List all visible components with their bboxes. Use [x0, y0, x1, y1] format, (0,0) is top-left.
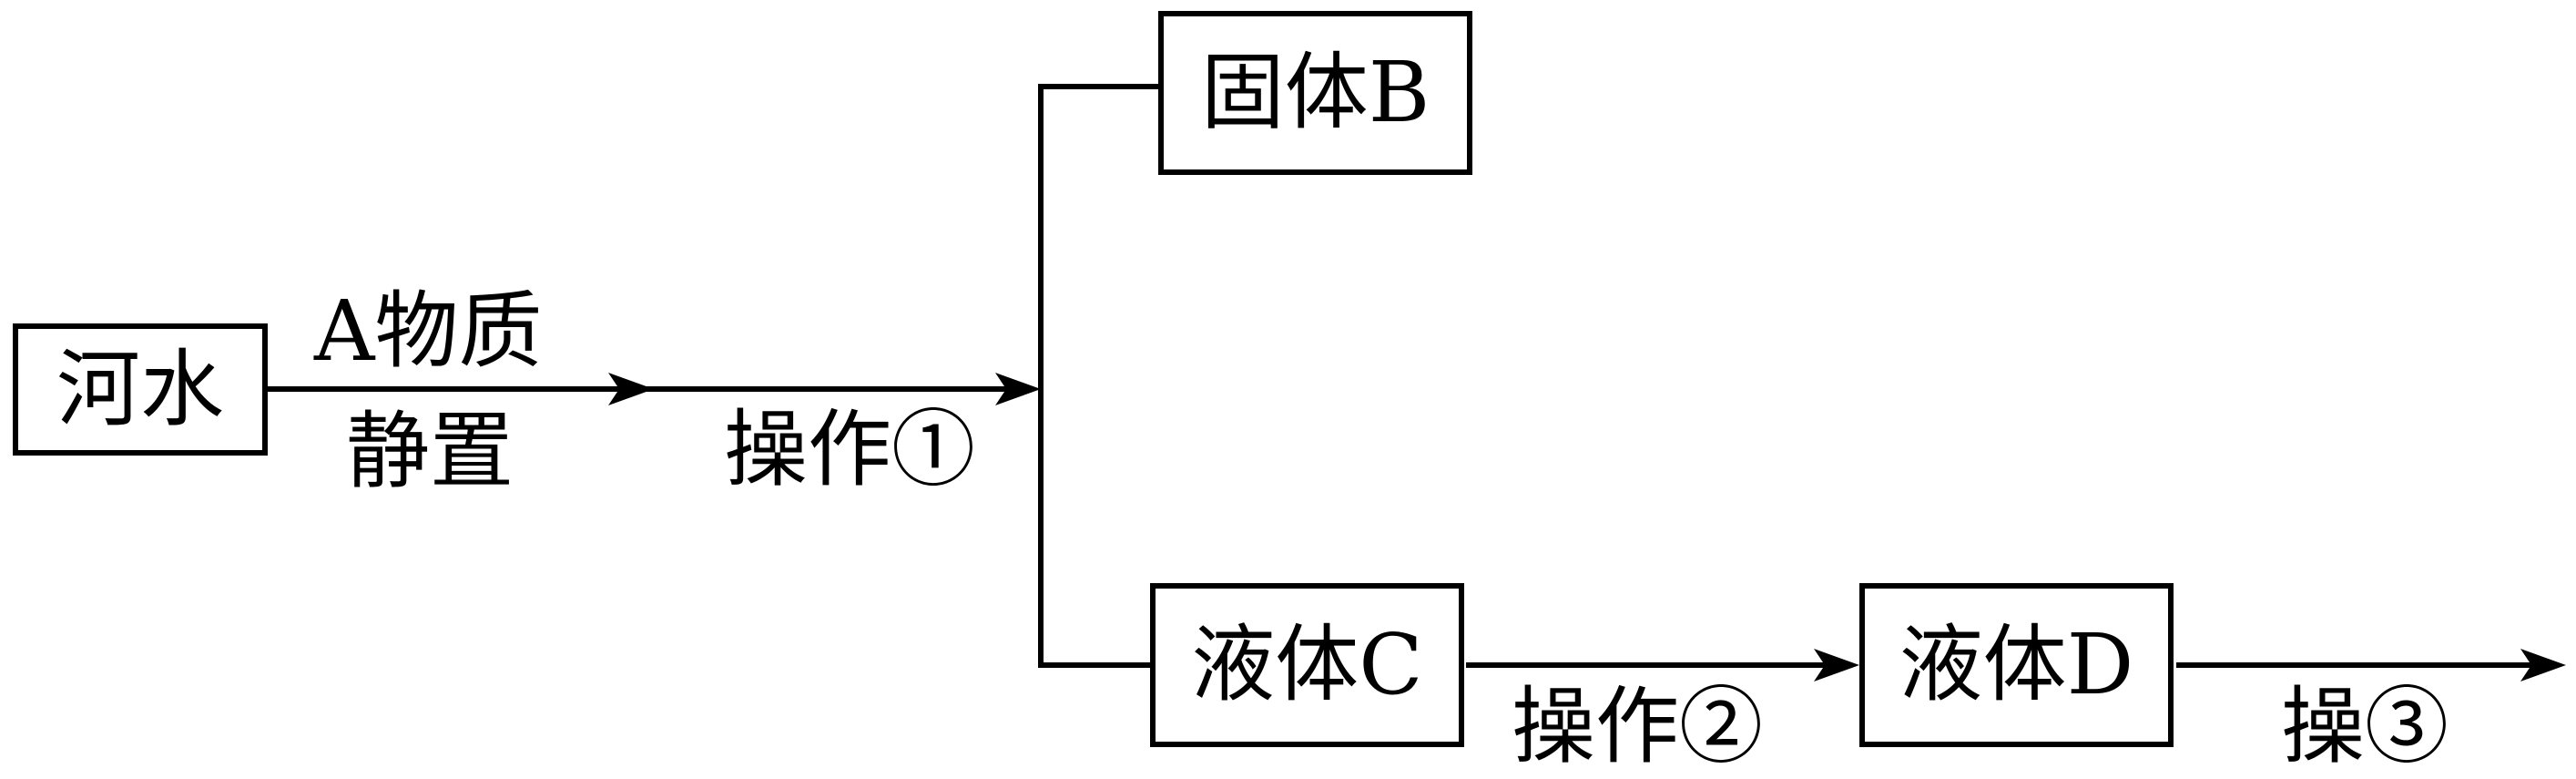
- label-a-substance: A物质: [314, 282, 543, 380]
- arrowhead-op3: [2520, 649, 2566, 682]
- node-liquid-c: 液体C: [1150, 583, 1464, 747]
- node-solid-b: 固体B: [1158, 11, 1472, 175]
- arrowhead-static: [608, 373, 654, 405]
- arrowhead-op2: [1814, 649, 1859, 682]
- node-river-water: 河水: [13, 323, 268, 456]
- label-settle: 静置: [346, 403, 514, 500]
- label-operation-1: 操作①: [724, 401, 976, 498]
- connector-split-bracket: [1038, 84, 1158, 668]
- node-liquid-d: 液体D: [1859, 583, 2174, 747]
- arrowhead-op1: [995, 373, 1041, 405]
- label-operation-3: 操③: [2281, 678, 2449, 775]
- label-operation-2: 操作②: [1512, 678, 1764, 775]
